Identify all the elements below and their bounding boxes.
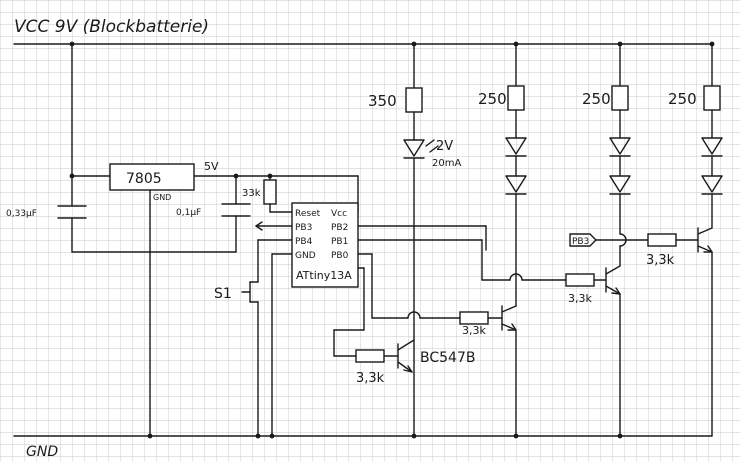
transistor-4	[569, 227, 713, 253]
base-resistor-1-label: 3,3k	[356, 371, 385, 386]
input-capacitor	[57, 205, 87, 219]
transistor-2	[459, 305, 517, 331]
regulator-output-label: 5V	[204, 160, 219, 173]
output-capacitor-label: 0,1µF	[176, 208, 201, 218]
ground-label: GND	[26, 444, 58, 460]
led-voltage-note: 2V	[436, 139, 453, 154]
regulator-output-wiring	[147, 173, 359, 439]
transistor-3	[565, 265, 621, 295]
led-resistor-3-label: 250	[582, 90, 611, 108]
mcu-right-wiring	[333, 225, 567, 357]
net-flag-pb3: PB3	[572, 237, 589, 247]
mcu-pin-pb2: PB2	[331, 223, 348, 233]
base-resistor-3-label: 3,3k	[568, 292, 592, 305]
input-capacitor-label: 0,33µF	[6, 209, 37, 219]
mcu-pin-pb3: PB3	[295, 223, 312, 233]
attiny13a-chip	[291, 202, 359, 288]
regulator-name: 7805	[126, 171, 162, 187]
mcu-pin-reset: Reset	[295, 209, 321, 219]
base-resistor-4-label: 3,3k	[646, 253, 675, 268]
mcu-pin-gnd: GND	[295, 251, 316, 261]
transistor-label: BC547B	[420, 350, 475, 366]
reset-pullup-resistor	[263, 175, 295, 213]
led-string-1	[403, 41, 439, 439]
transistor-bc547b	[355, 339, 415, 373]
mcu-pin-vcc: Vcc	[331, 209, 347, 219]
led-string-4	[701, 41, 723, 437]
mcu-pin-pb1: PB1	[331, 237, 348, 247]
led-string-2	[505, 41, 527, 439]
supply-label: VCC 9V (Blockbatterie)	[14, 17, 209, 37]
led-current-note: 20mA	[432, 158, 461, 169]
output-capacitor	[221, 203, 251, 217]
mcu-pin-pb4: PB4	[295, 237, 313, 247]
mcu-name: ATtiny13A	[296, 269, 352, 282]
pullup-resistor-label: 33k	[242, 188, 261, 199]
regulator-gnd-pin: GND	[153, 193, 171, 202]
mcu-left-wiring	[255, 221, 293, 439]
led-resistor-4-label: 250	[668, 90, 697, 108]
switch-label: S1	[214, 286, 232, 302]
switch-s1	[241, 281, 259, 303]
regulator-7805	[109, 163, 195, 191]
led-resistor-2-label: 250	[478, 90, 507, 108]
led-resistor-1-label: 350	[368, 92, 397, 110]
mcu-pin-pb0: PB0	[331, 251, 349, 261]
base-resistor-2-label: 3,3k	[462, 324, 486, 337]
led-string-3	[609, 41, 631, 439]
regulator-input-wiring	[69, 41, 237, 253]
